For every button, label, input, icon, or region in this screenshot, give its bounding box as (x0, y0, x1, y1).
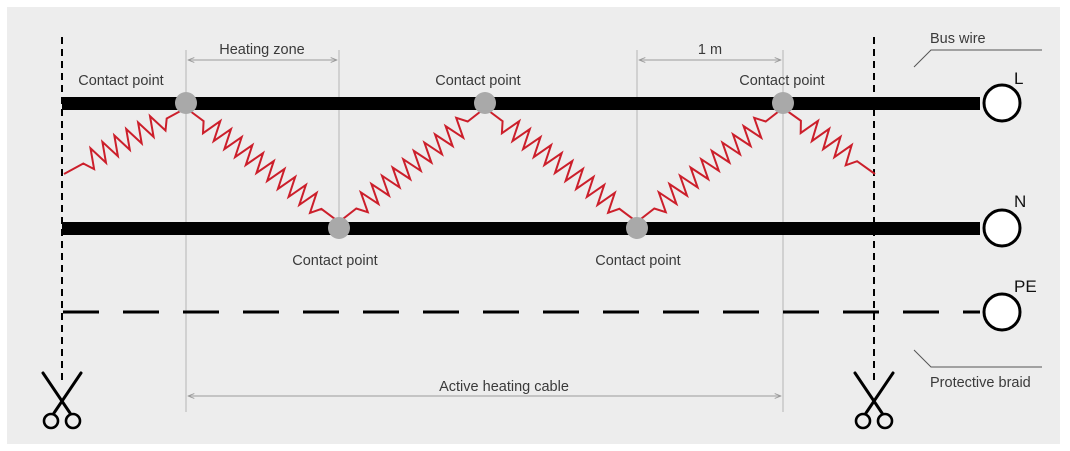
scissors-icon (41, 371, 83, 430)
protective-braid-leader (913, 349, 1042, 368)
contact-point-label-2: Contact point (292, 253, 377, 269)
terminal-l-label: L (1014, 69, 1023, 88)
bus-wire-leader (913, 49, 1042, 68)
contact-point-label-3: Contact point (435, 73, 520, 89)
contact-point-label-1: Contact point (78, 73, 163, 89)
terminal-pe-label: PE (1014, 277, 1037, 296)
contact-point-5 (772, 92, 794, 114)
bus-wire-label: Bus wire (930, 31, 986, 47)
active-heating-cable-label: Active heating cable (439, 379, 569, 395)
heating-zone-label: Heating zone (219, 42, 304, 58)
one-meter-label: 1 m (698, 42, 722, 58)
protective-braid-label: Protective braid (930, 375, 1031, 391)
terminal-n (982, 208, 1022, 248)
contact-point-label-4: Contact point (595, 253, 680, 269)
contact-point-label-5: Contact point (739, 73, 824, 89)
contact-point-3 (474, 92, 496, 114)
terminal-n-label: N (1014, 192, 1026, 211)
contact-point-2 (328, 217, 350, 239)
heating-element (63, 106, 876, 224)
bus-wire-l (62, 97, 980, 110)
terminal-pe (982, 292, 1022, 332)
bus-wire-n (62, 222, 980, 235)
scissors-icon (853, 371, 895, 430)
terminal-l (982, 83, 1022, 123)
contact-point-4 (626, 217, 648, 239)
contact-point-1 (175, 92, 197, 114)
